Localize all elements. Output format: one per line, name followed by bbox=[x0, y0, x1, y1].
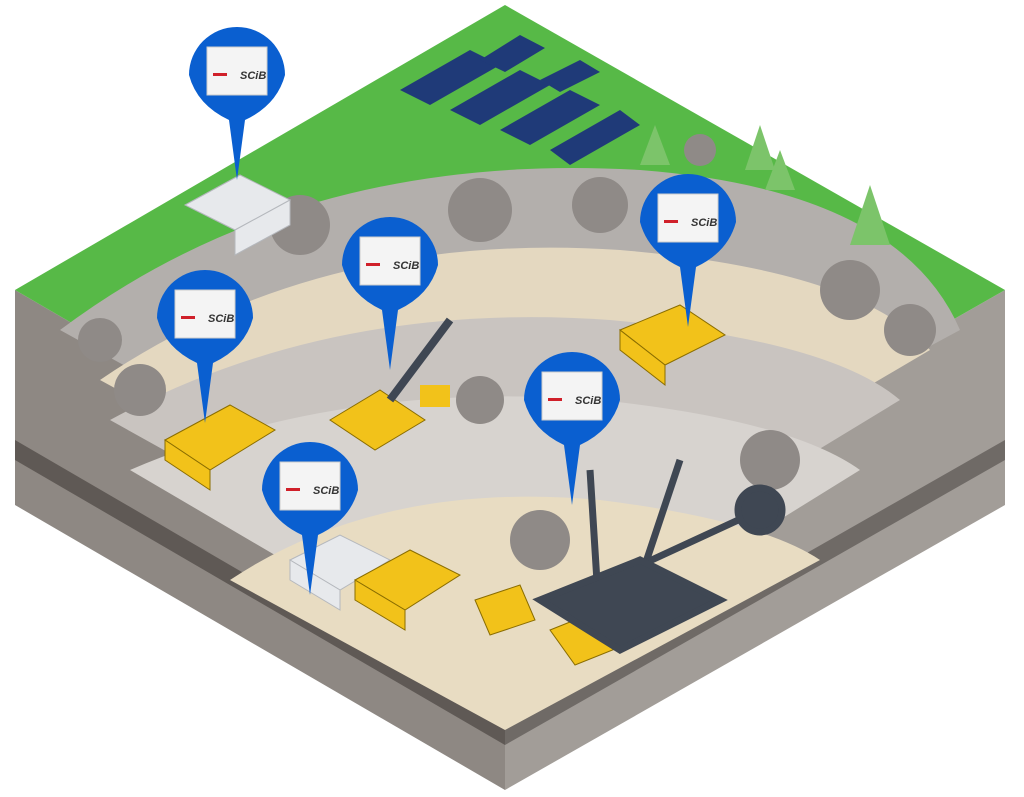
solar-panels bbox=[400, 35, 640, 165]
scib-label: SCiB bbox=[240, 70, 266, 82]
pin-container-storage[interactable]: SCiB bbox=[261, 441, 359, 596]
haul-trucks bbox=[164, 304, 726, 666]
trees bbox=[640, 125, 890, 245]
scib-label: SCiB bbox=[575, 395, 601, 407]
pin-shovel[interactable]: SCiB bbox=[341, 216, 439, 371]
scib-label: SCiB bbox=[313, 485, 339, 497]
pin-substation-storage[interactable]: SCiB bbox=[188, 26, 286, 181]
scib-label: SCiB bbox=[208, 313, 234, 325]
pin-truck-left[interactable]: SCiB bbox=[156, 269, 254, 424]
pin-truck-upper-right[interactable]: SCiB bbox=[639, 173, 737, 328]
bucket-wheel-excavator bbox=[532, 458, 786, 655]
shovel bbox=[329, 317, 454, 451]
scib-label: SCiB bbox=[691, 217, 717, 229]
scib-label: SCiB bbox=[393, 260, 419, 272]
pin-bucket-wheel-excavator[interactable]: SCiB bbox=[523, 351, 621, 506]
